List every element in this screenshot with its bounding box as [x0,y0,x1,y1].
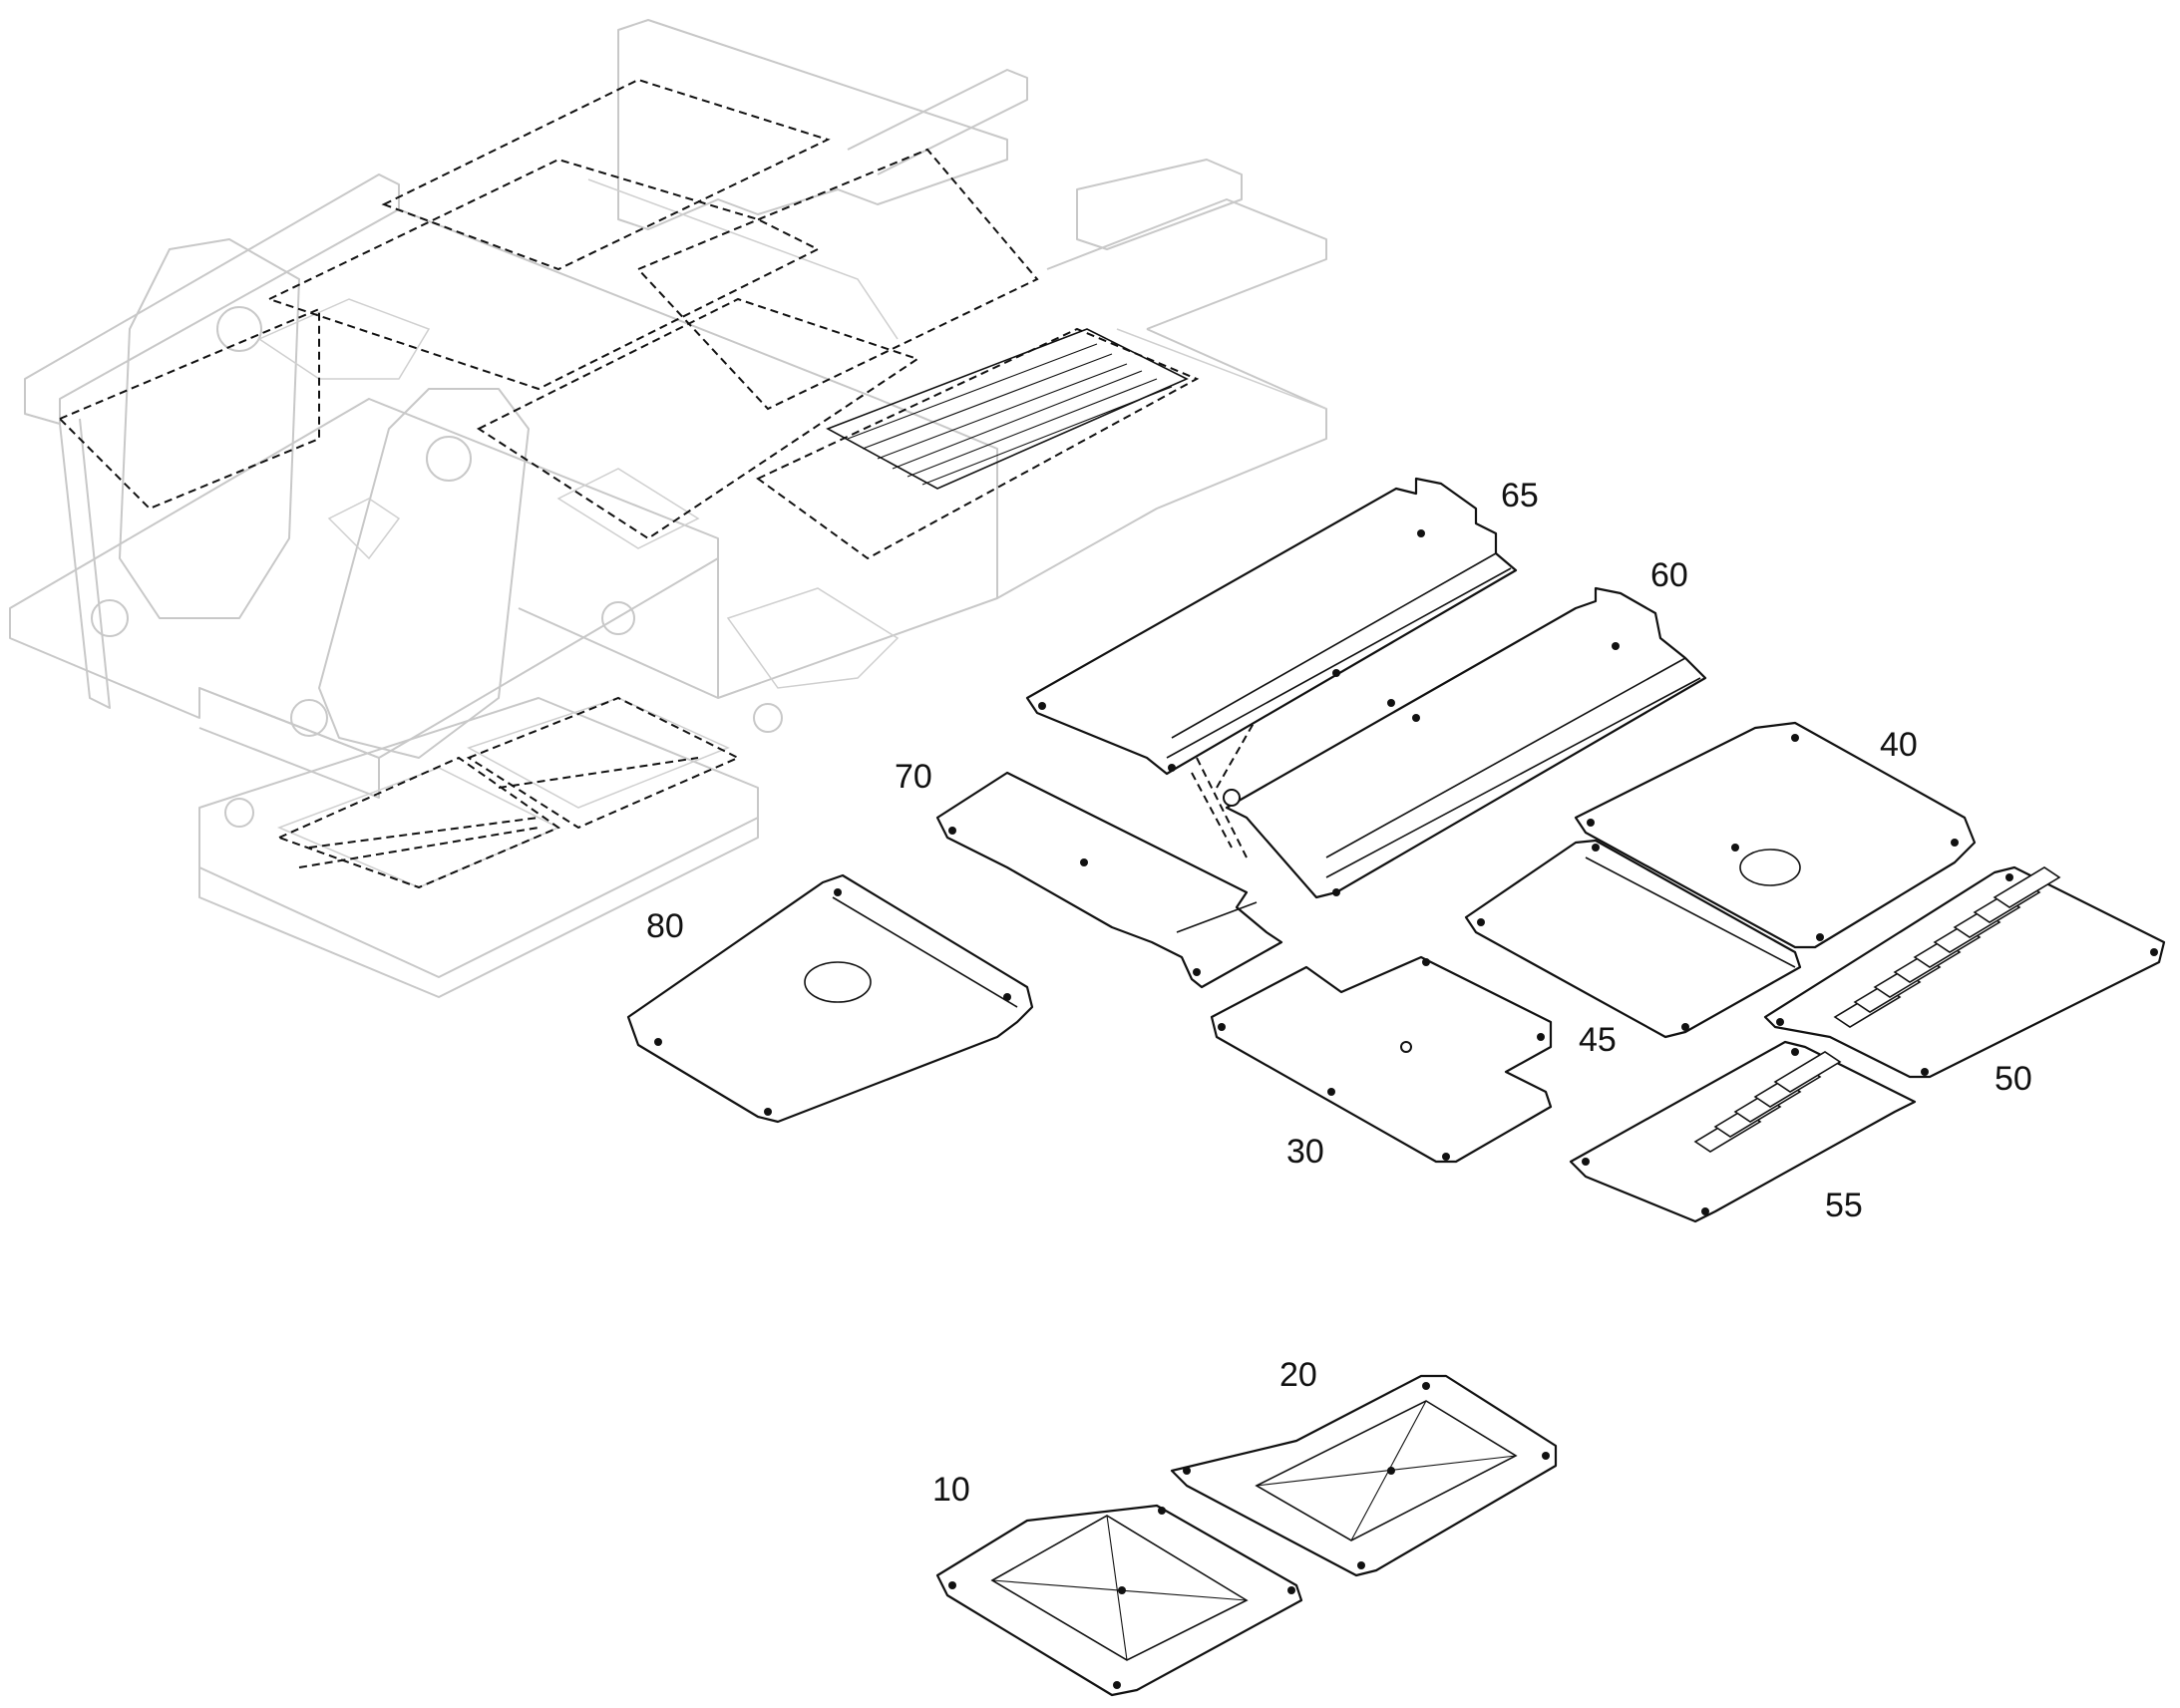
part-40-plate [1574,721,1977,949]
part-label-10: 10 [932,1471,970,1509]
part-30-plate [1210,955,1553,1164]
chassis-frame [9,19,1327,998]
part-10-floor-plate [935,1504,1303,1697]
part-label-60: 60 [1650,556,1688,594]
part-70-plate [935,771,1283,989]
part-label-65: 65 [1501,477,1539,514]
part-50-grate-plate [1763,865,2166,1079]
part-65-plate [1025,477,1518,776]
installation-dashed-lines [58,78,1258,889]
part-label-40: 40 [1880,726,1918,764]
part-45-plate [1464,839,1802,1039]
part-55-slots [1693,1051,1842,1153]
part-80-plate [626,873,1034,1124]
part-label-70: 70 [895,758,932,796]
part-label-30: 30 [1286,1133,1324,1171]
part-label-80: 80 [646,907,684,945]
part-label-45: 45 [1579,1021,1617,1059]
part-55-grate-plate [1569,1040,1917,1223]
part-label-55: 55 [1825,1187,1863,1224]
part-60-plate [1191,586,1707,899]
part-label-20: 20 [1279,1356,1317,1394]
frame-grating [847,343,1173,486]
part-50-slots [1833,866,2061,1028]
part-20-floor-plate [1170,1374,1558,1577]
part-label-50: 50 [1995,1060,2032,1098]
